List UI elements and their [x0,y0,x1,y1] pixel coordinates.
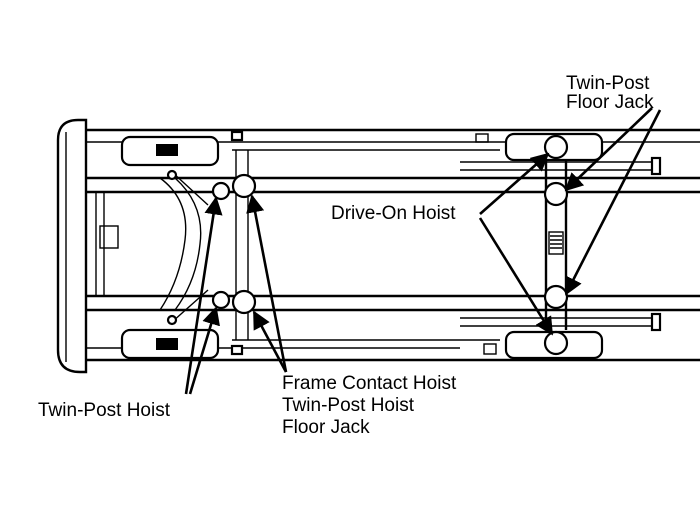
circle-icon [543,284,569,310]
arrowhead-icon [564,109,662,296]
label-frame-contact-hoist: Frame Contact Hoist [282,373,457,394]
arrowhead-icon [188,306,220,395]
front-wheels [120,135,220,360]
circle-icon [543,181,569,207]
label-twin-post-hoist-left: Twin-Post Hoist [38,400,170,421]
front-suspension [99,169,209,326]
circle-icon [211,290,231,310]
arrowhead-icon [479,152,550,215]
label-twin-post-hoist-center: Twin-Post Hoist [282,395,414,416]
label-twin-post-floor-jack-1: Twin-Post [566,73,650,94]
arrowhead-icon [246,194,288,373]
front-crossmember [230,130,249,356]
label-twin-post-floor-jack-2: Floor Jack [566,92,654,113]
lift-points [211,134,569,356]
label-drive-on-hoist: Drive-On Hoist [331,203,456,224]
circle-icon [543,134,569,160]
label-floor-jack: Floor Jack [282,417,370,438]
pointer-arrows [184,107,662,395]
rear-wheels [475,132,604,360]
front-left-wheel-mark [156,144,178,156]
arrowhead-icon [478,217,554,336]
front-bumper [56,118,88,374]
frame-rails [86,176,700,312]
circle-icon [231,289,257,315]
arrowhead-icon [184,196,223,395]
circle-icon [231,173,257,199]
circle-icon [543,330,569,356]
circle-icon [211,181,231,201]
arrowhead-icon [564,107,653,192]
arrowhead-icon [252,310,288,373]
front-right-wheel-mark [156,338,178,350]
